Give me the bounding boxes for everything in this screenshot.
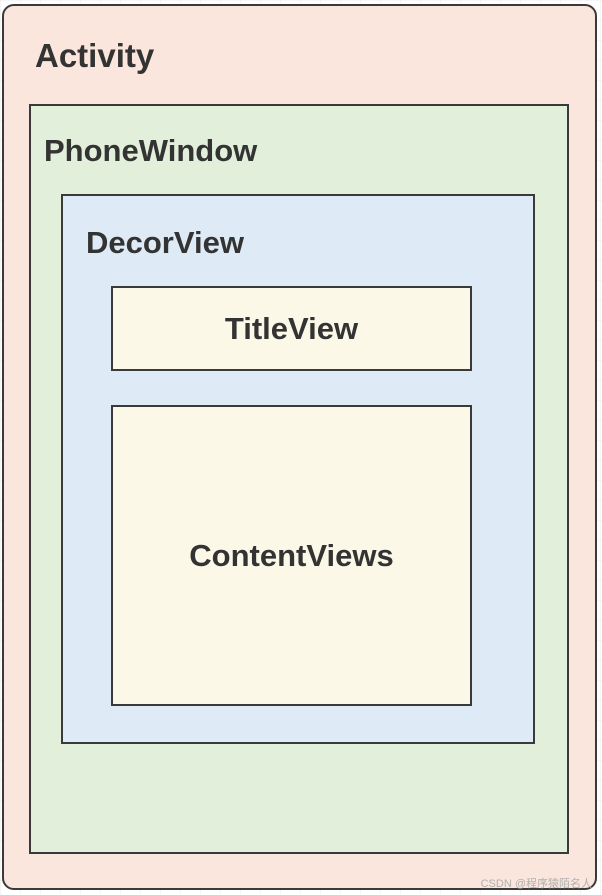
activity-label: Activity [35,37,155,74]
content-views-label: ContentViews [189,537,394,573]
watermark: CSDN @程序猿陌名人 [480,878,592,890]
title-view-label: TitleView [224,310,359,346]
phone-window-label: PhoneWindow [44,133,258,168]
content-views-box: ContentViews [111,405,472,706]
decor-view-label: DecorView [86,225,244,260]
title-view-box: TitleView [111,286,472,371]
